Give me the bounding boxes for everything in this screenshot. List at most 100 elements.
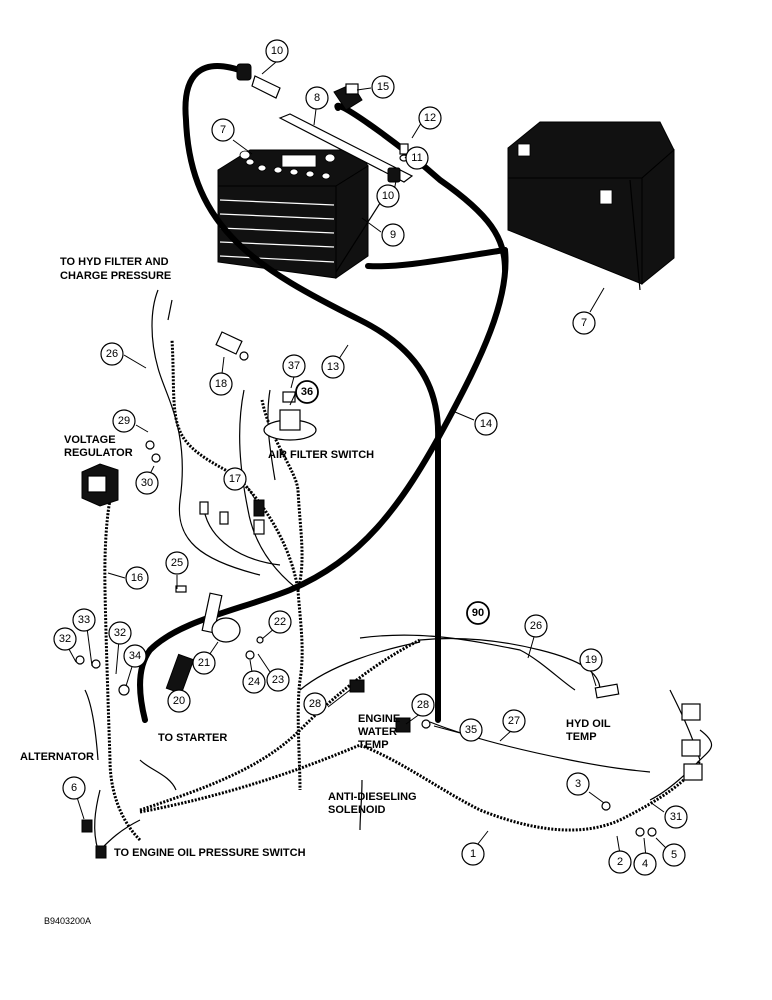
- alternator-label: ALTERNATOR: [20, 751, 94, 763]
- svg-text:29: 29: [118, 415, 130, 427]
- svg-text:18: 18: [215, 378, 227, 390]
- callout-21: 21: [192, 651, 216, 675]
- svg-text:32: 32: [59, 633, 71, 645]
- callout-20: 20: [167, 689, 191, 713]
- engine-water-temp-label-line2: WATER: [358, 726, 397, 738]
- svg-text:17: 17: [229, 473, 241, 485]
- hyd-oil-temp-sender: [594, 683, 620, 699]
- callout-8: 8: [305, 86, 329, 110]
- engine-water-temp-label-line3: TEMP: [358, 739, 389, 751]
- callout-1: 1: [461, 842, 485, 866]
- grounds-and-fasteners: [75, 440, 657, 859]
- callout-35: 35: [459, 718, 483, 742]
- svg-text:10: 10: [271, 45, 283, 57]
- svg-text:12: 12: [424, 112, 436, 124]
- svg-text:19: 19: [585, 654, 597, 666]
- clip-28: [349, 679, 411, 733]
- svg-text:26: 26: [530, 620, 542, 632]
- callout-13: 13: [321, 355, 345, 379]
- figure-code: B9403200A: [44, 916, 91, 926]
- svg-text:35: 35: [465, 724, 477, 736]
- svg-text:20: 20: [173, 695, 185, 707]
- callout-22: 22: [268, 610, 292, 634]
- callout-27: 27: [502, 709, 526, 733]
- svg-text:3: 3: [575, 778, 581, 790]
- svg-text:6: 6: [71, 782, 77, 794]
- hyd-oil-temp-label-line2: TEMP: [566, 731, 597, 743]
- callout-34: 34: [123, 644, 147, 668]
- air-filter-switch-label: AIR FILTER SWITCH: [268, 449, 374, 461]
- callout-31: 31: [664, 805, 688, 829]
- svg-text:8: 8: [314, 92, 320, 104]
- battery-right: [507, 121, 675, 291]
- callout-33: 33: [72, 608, 96, 632]
- svg-text:28: 28: [309, 698, 321, 710]
- callout-3: 3: [566, 772, 590, 796]
- callout-28-right: 28: [411, 693, 435, 717]
- callout-25: 25: [165, 551, 189, 575]
- svg-text:26: 26: [106, 348, 118, 360]
- svg-text:2: 2: [617, 856, 623, 868]
- callout-29: 29: [112, 409, 136, 433]
- svg-text:33: 33: [78, 614, 90, 626]
- svg-text:16: 16: [131, 572, 143, 584]
- callout-14: 14: [474, 412, 498, 436]
- callout-30: 30: [135, 471, 159, 495]
- callout-12: 12: [418, 106, 442, 130]
- anti-dieseling-label-line1: ANTI-DIESELING: [328, 791, 417, 803]
- relays-31: [681, 703, 703, 781]
- callout-7-right: 7: [572, 311, 596, 335]
- callout-15: 15: [371, 75, 395, 99]
- engine-oil-pressure-label: TO ENGINE OIL PRESSURE SWITCH: [114, 847, 306, 859]
- callouts: 10 15 8 12 7 11 10 9 7 26 18 37 36 13 14…: [53, 39, 688, 876]
- voltage-regulator-label-line2: REGULATOR: [64, 447, 133, 459]
- terminal-boot-15: [333, 83, 363, 111]
- voltage-regulator-label-line1: VOLTAGE: [64, 434, 116, 446]
- svg-text:25: 25: [171, 557, 183, 569]
- svg-text:13: 13: [327, 361, 339, 373]
- engine-water-temp-label-line1: ENGINE: [358, 713, 400, 725]
- svg-text:32: 32: [114, 627, 126, 639]
- terminal-clamp-10a: [236, 63, 281, 99]
- callout-36: 36: [295, 380, 319, 404]
- callout-28-left: 28: [303, 692, 327, 716]
- hold-down-bar: [278, 113, 414, 273]
- hyd-oil-temp-label-line1: HYD OIL: [566, 718, 611, 730]
- svg-text:10: 10: [382, 190, 394, 202]
- sender-18: [215, 331, 249, 361]
- callout-10-top: 10: [265, 39, 289, 63]
- svg-text:34: 34: [129, 650, 141, 662]
- callout-5: 5: [662, 843, 686, 867]
- callout-23: 23: [266, 668, 290, 692]
- callout-16: 16: [125, 566, 149, 590]
- callout-26-left: 26: [100, 342, 124, 366]
- battery-left: [217, 149, 369, 279]
- svg-text:11: 11: [411, 152, 422, 164]
- callout-2: 2: [608, 850, 632, 874]
- callout-19: 19: [579, 648, 603, 672]
- svg-text:24: 24: [248, 676, 260, 688]
- callout-17: 17: [223, 467, 247, 491]
- svg-text:4: 4: [642, 858, 648, 870]
- svg-text:31: 31: [670, 811, 682, 823]
- svg-text:30: 30: [141, 477, 153, 489]
- starter-switch-21: [165, 592, 241, 695]
- svg-text:21: 21: [198, 657, 210, 669]
- hyd-filter-label-line2: CHARGE PRESSURE: [60, 270, 171, 282]
- connector-17: [199, 499, 265, 535]
- svg-text:15: 15: [377, 81, 389, 93]
- callout-4: 4: [633, 852, 657, 876]
- callout-7-left: 7: [211, 118, 235, 142]
- air-filter-switch: [263, 391, 317, 441]
- svg-text:36: 36: [301, 386, 313, 398]
- text-labels: TO HYD FILTER AND CHARGE PRESSURE VOLTAG…: [20, 256, 611, 926]
- callout-9: 9: [381, 223, 405, 247]
- svg-text:23: 23: [272, 674, 284, 686]
- hyd-filter-label-line1: TO HYD FILTER AND: [60, 256, 169, 268]
- callout-6: 6: [62, 776, 86, 800]
- svg-text:14: 14: [480, 418, 492, 430]
- svg-text:28: 28: [417, 699, 429, 711]
- callout-37: 37: [282, 354, 306, 378]
- callout-32-right: 32: [108, 621, 132, 645]
